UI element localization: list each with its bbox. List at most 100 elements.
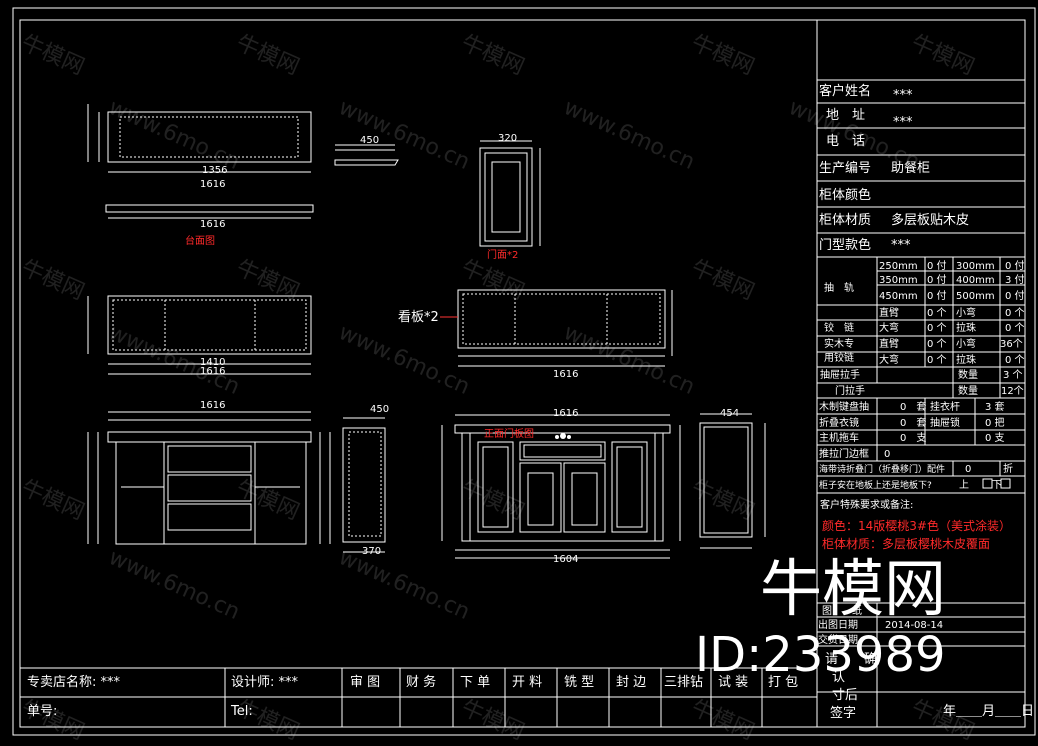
extras-row: 0 支	[900, 433, 927, 444]
inner-border	[19, 19, 1026, 728]
hinge-row: 0 个	[927, 323, 947, 334]
lbl-phone: 电 话	[826, 134, 866, 149]
extras-row: 主机拖车	[819, 433, 859, 444]
val-folding-unit: 折	[1003, 464, 1013, 475]
val-order-no: 助餐柜	[891, 161, 931, 176]
hinge-row: 拉珠	[956, 323, 976, 334]
val-folding-door: 0	[965, 464, 972, 475]
lbl-qty: 数量	[958, 386, 978, 397]
lbl-customer-date: 交货日期	[818, 635, 858, 646]
extras-row: 木制键盘抽	[819, 402, 869, 413]
hinge-row: 小弯	[956, 308, 976, 319]
stage-packing: 打 包	[768, 675, 799, 690]
stage-drilling: 三排钻	[664, 675, 704, 690]
lbl-order-no: 生产编号	[819, 161, 872, 176]
lbl-customer-name: 客户姓名	[819, 84, 872, 99]
rail-row: 0 付	[927, 291, 947, 302]
opt-top[interactable]: 上	[959, 480, 969, 491]
rail-row: 500mm	[956, 291, 995, 302]
dim: 1616	[200, 219, 226, 230]
lbl-hinge: 铰 链	[824, 323, 854, 334]
lbl-base-position: 柜子安在地板上还是地板下?	[819, 481, 932, 491]
lbl-draw-date-short: 图 纸	[822, 606, 862, 617]
rail-row: 0 付	[927, 261, 947, 272]
extras-row: 3 套	[985, 402, 1005, 413]
val-cabinet-material: 多层板贴木皮	[891, 213, 970, 228]
hinge-row: 直臂	[879, 308, 899, 319]
lbl-qty: 数量	[958, 370, 978, 381]
val-customer-name: ***	[893, 88, 913, 103]
extras-row: 折叠衣镜	[819, 418, 859, 429]
hinge-row: 36个	[1000, 339, 1023, 350]
rail-row: 400mm	[956, 275, 995, 286]
stage-order: 下 单	[460, 675, 491, 690]
label-front: 正面门板图	[484, 429, 534, 440]
lbl-cabinet-color: 柜体颜色	[819, 188, 872, 203]
rail-row: 450mm	[879, 291, 918, 302]
dim: 450	[360, 135, 380, 146]
lbl-order-number: 单号:	[27, 704, 58, 719]
rail-row: 0 付	[1005, 261, 1025, 272]
hinge-row: 0 个	[1005, 323, 1025, 334]
brand-id: ID:233989	[695, 627, 946, 683]
hinge-row: 0 个	[927, 339, 947, 350]
dim: 1616	[200, 179, 226, 190]
lbl-signature: 签字	[830, 706, 857, 721]
dim: 450	[370, 404, 390, 415]
val-qty: 3 个	[1003, 370, 1023, 381]
lbl-confirm-b: 认	[832, 670, 846, 685]
outer-border	[12, 7, 1036, 736]
stage-assembly: 试 装	[718, 675, 749, 690]
stage-review: 审 图	[350, 675, 381, 690]
label-back-panel: 看板*2	[398, 310, 439, 325]
stage-cutting: 开 料	[512, 675, 543, 690]
hinge-row: 0 个	[1005, 308, 1025, 319]
stage-edging: 封 边	[616, 675, 647, 690]
lbl-store-name: 专卖店名称: ***	[27, 675, 121, 690]
hinge-row: 0 个	[927, 308, 947, 319]
lbl-special-req: 客户特殊要求或备注:	[820, 500, 914, 511]
dim: 1604	[553, 554, 579, 565]
extras-row: 0 支	[985, 433, 1005, 444]
label-top-view: 台面图	[185, 236, 215, 247]
rail-row: 3 付	[1005, 275, 1025, 286]
opt-bottom[interactable]: 下	[992, 480, 1002, 491]
note-color: 颜色：14版樱桃3#色（美式涂装）	[822, 519, 1011, 533]
extras-row: 挂衣杆	[930, 402, 960, 413]
lbl-address: 地 址	[826, 108, 866, 123]
hinge-row: 大弯	[879, 355, 899, 366]
val-door-style: ***	[891, 238, 911, 253]
hinge-row: 0 个	[927, 355, 947, 366]
lbl-confirm-c: 寸后	[832, 688, 859, 703]
dim: 1616	[553, 369, 579, 380]
val-date-format: 年＿＿月＿＿日	[943, 704, 1035, 719]
lbl-tel: Tel:	[231, 704, 253, 719]
extras-row: 0 把	[985, 418, 1005, 429]
label-door: 门面*2	[487, 250, 519, 261]
hinge-row: 拉珠	[956, 355, 976, 366]
dim: 370	[362, 546, 382, 557]
extras-row: 推拉门边框	[819, 449, 869, 460]
hinge-row: 直臂	[879, 339, 899, 350]
lbl-door-handle: 门拉手	[835, 386, 865, 397]
rail-row: 350mm	[879, 275, 918, 286]
stage-finance: 财 务	[406, 675, 437, 690]
dim: 1616	[553, 408, 579, 419]
rail-row: 250mm	[879, 261, 918, 272]
hinge-row: 小弯	[956, 339, 976, 350]
hinge-row: 0 个	[1005, 355, 1025, 366]
extras-row: 0 套	[900, 418, 927, 429]
note-material: 柜体材质：多层板樱桃木皮覆面	[822, 537, 991, 551]
lbl-confirm: 请 确	[825, 652, 878, 667]
dim: 454	[720, 408, 740, 419]
lbl-rail: 抽 轨	[824, 283, 854, 294]
rail-row: 300mm	[956, 261, 995, 272]
extras-row: 0 套	[900, 402, 927, 413]
dim: 320	[498, 133, 518, 144]
val-qty: 12个	[1001, 386, 1024, 397]
lbl-folding-door: 海带诗折叠门（折叠移门）配件	[819, 465, 946, 475]
rail-row: 0 付	[927, 275, 947, 286]
hinge-row: 大弯	[879, 323, 899, 334]
lbl-drawer-handle: 抽屉拉手	[820, 370, 860, 381]
